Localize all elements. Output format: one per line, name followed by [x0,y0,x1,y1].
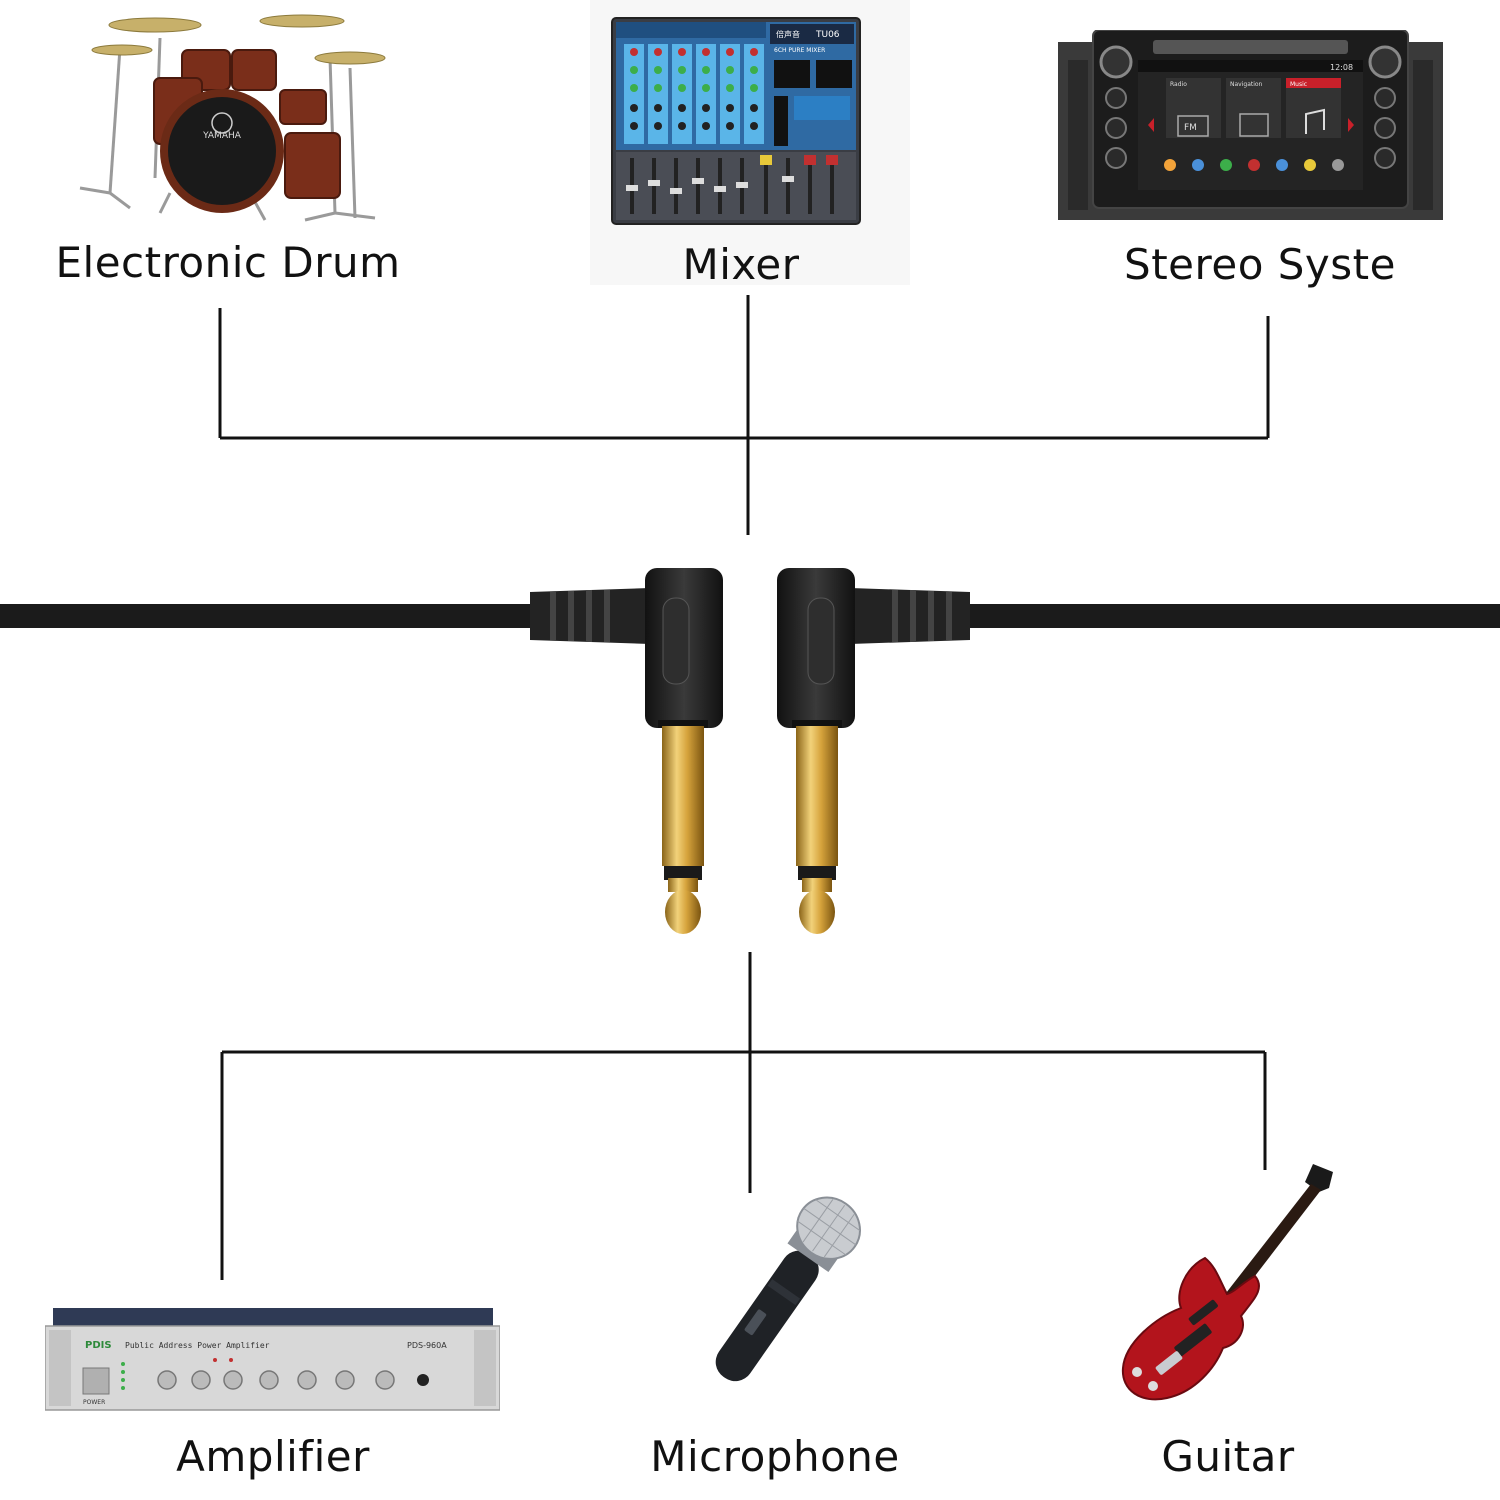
mixer-icon: 倍声音 TU06 6CH PURE MIXER [590,0,910,285]
device-label-electronic-drum: Electronic Drum [55,238,401,287]
stereo-tile-music: Music [1290,81,1307,88]
stereo-time-text: 12:08 [1330,63,1353,72]
drum-kit-icon: YAMAHA [79,14,386,222]
stereo-fm-text: FM [1184,123,1197,133]
right-angle-cable-icon [0,568,1500,934]
device-label-stereo-system: Stereo Syste [1124,240,1396,289]
device-label-mixer: Mixer [682,240,800,289]
cable-left [0,604,540,628]
mixer-model-text: TU06 [815,30,840,40]
car-stereo-icon: 12:08 Radio Navigation Music FM [1058,30,1443,220]
device-label-amplifier: Amplifier [176,1432,370,1481]
microphone-icon [715,1196,861,1382]
mixer-brand-text: 倍声音 [776,29,800,39]
device-label-microphone: Microphone [650,1432,900,1481]
amplifier-icon: PDIS Public Address Power Amplifier PDS-… [45,1308,500,1411]
mixer-subtitle-text: 6CH PURE MIXER [774,47,825,54]
cable-right [960,604,1500,628]
stereo-tile-navigation: Navigation [1230,81,1263,88]
stereo-tile-radio: Radio [1170,81,1187,88]
amplifier-brand-text: PDIS [85,1340,112,1351]
guitar-icon [1121,1164,1333,1401]
drum-brand-text: YAMAHA [202,131,242,141]
amplifier-power-text: POWER [83,1399,105,1406]
amplifier-title-text: Public Address Power Amplifier [125,1341,270,1350]
amplifier-model-text: PDS-960A [407,1341,447,1350]
device-label-guitar: Guitar [1161,1432,1295,1481]
